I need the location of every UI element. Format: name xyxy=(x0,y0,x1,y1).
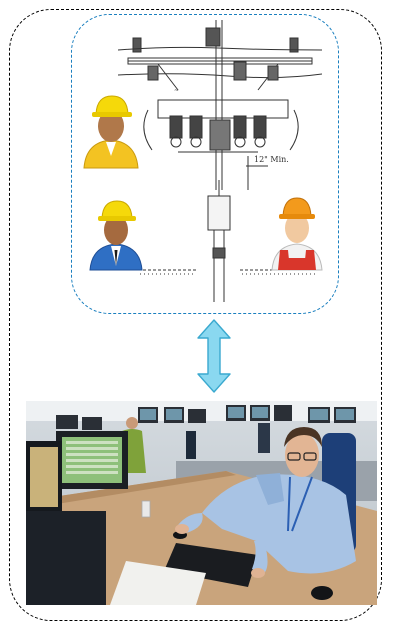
worker-blue-suit-icon xyxy=(89,200,143,271)
svg-text:~: ~ xyxy=(174,87,179,94)
field-boundary xyxy=(71,14,339,314)
system-boundary xyxy=(9,9,382,621)
utility-pole-drawing: 12" Min. ~ xyxy=(118,20,322,302)
dimension-label: 12" Min. xyxy=(254,155,289,164)
control-room-photo xyxy=(26,401,377,605)
worker-yellow-hat-icon xyxy=(83,95,139,169)
double-arrow-vertical-icon xyxy=(197,319,231,393)
worker-orange-hat-icon xyxy=(271,197,323,271)
